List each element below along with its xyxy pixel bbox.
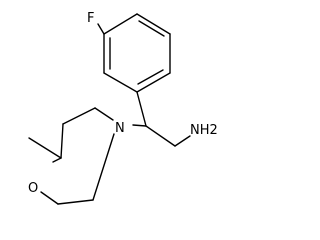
chemical-structure: F NH2 N O: [28, 11, 218, 205]
fluorine-label: F: [87, 11, 94, 26]
bond: [92, 133, 115, 201]
bond: [103, 72, 138, 93]
double-bond-inner: [137, 69, 164, 85]
double-bond-inner: [138, 20, 165, 37]
morpholine-ring: [40, 107, 115, 205]
benzene-ring: [103, 13, 171, 93]
amine-label: NH2: [190, 123, 218, 138]
bond-ch-to-ring-nitrogen: [132, 124, 147, 127]
bond: [57, 199, 94, 205]
ring-nitrogen-label: N: [115, 121, 125, 136]
bond-to-fluorine: [97, 23, 105, 35]
bond: [52, 157, 62, 163]
bond: [94, 107, 114, 121]
bond: [136, 13, 171, 35]
bond: [136, 72, 171, 93]
bond-ch2-to-amine: [174, 135, 191, 147]
bond-to-methyl: [28, 137, 62, 159]
bond: [40, 191, 59, 205]
bond-ring-to-ch: [136, 91, 147, 127]
bond: [60, 123, 64, 159]
bond: [62, 107, 96, 125]
bond: [103, 13, 138, 35]
ring-oxygen-label: O: [28, 181, 38, 196]
bond-ch-to-ch2: [145, 125, 176, 147]
